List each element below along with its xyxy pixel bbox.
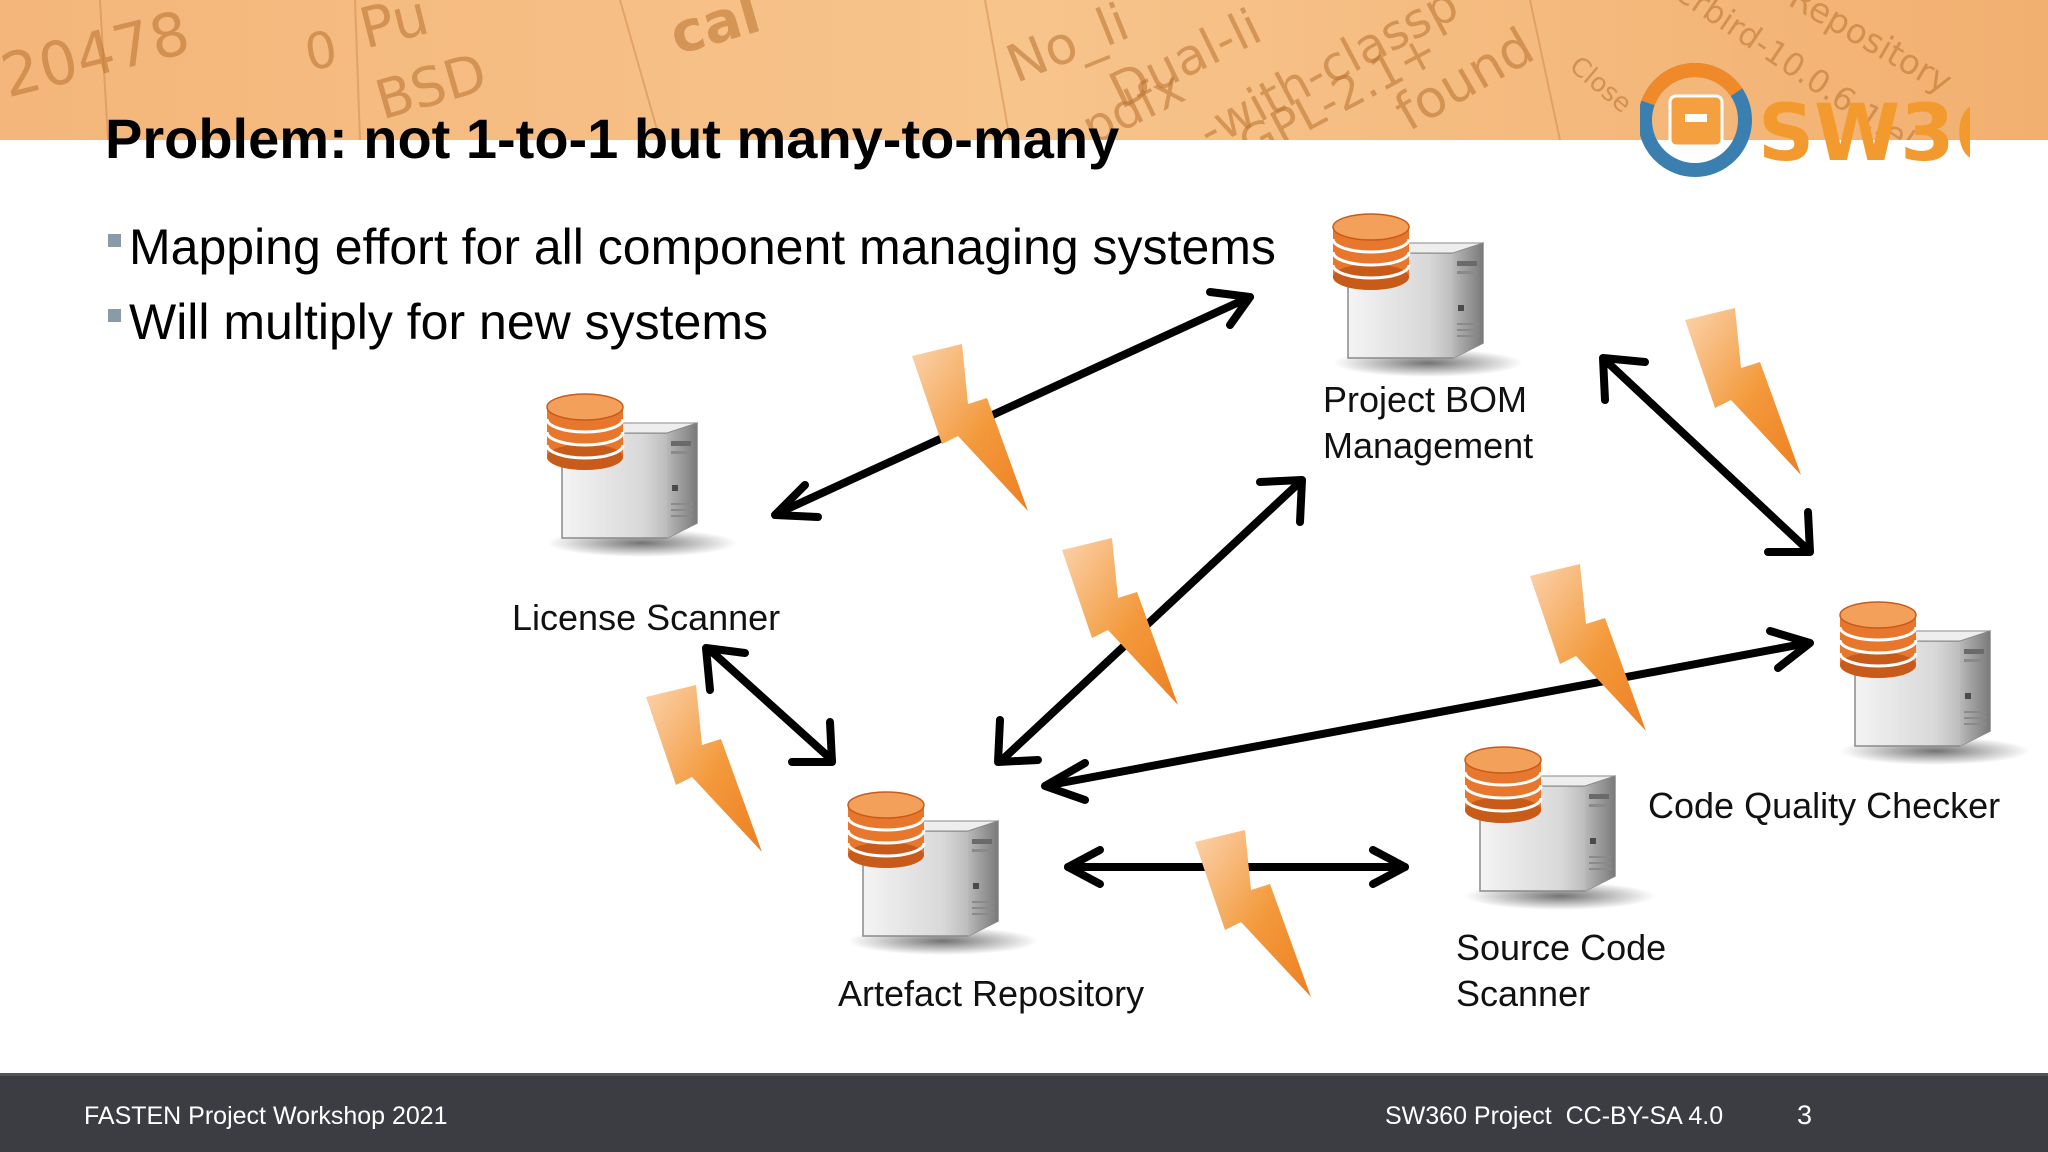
server-icon-project-bom bbox=[1331, 212, 1525, 379]
lightning-icon bbox=[646, 685, 762, 852]
bullet-item: Mapping effort for all component managin… bbox=[108, 218, 1276, 276]
node-label-code-quality-checker: Code Quality Checker bbox=[1648, 785, 2001, 826]
system-diagram bbox=[545, 212, 2032, 997]
arrow-bom-quality bbox=[1601, 356, 1812, 554]
bullet-square-icon bbox=[108, 309, 121, 323]
node-label-license-scanner: License Scanner bbox=[512, 597, 781, 638]
bullet-text: Mapping effort for all component managin… bbox=[129, 219, 1276, 275]
lightning-icon bbox=[1530, 564, 1646, 731]
lightning-icon bbox=[1062, 538, 1178, 705]
server-icon-artefact-repository bbox=[846, 790, 1040, 957]
node-label-source-code-scanner: Source Code Scanner bbox=[1456, 927, 1667, 1014]
arrow-artefact-bom bbox=[998, 478, 1304, 764]
bullet-text: Will multiply for new systems bbox=[129, 294, 768, 350]
footer-license: SW360 Project CC-BY-SA 4.0 bbox=[1385, 1102, 1724, 1130]
lightning-icon bbox=[912, 344, 1028, 511]
lightning-icon bbox=[1195, 830, 1311, 997]
server-icon-code-quality-checker bbox=[1838, 600, 2032, 767]
slide-footer: FASTEN Project Workshop 2021 SW360 Proje… bbox=[0, 1073, 2048, 1152]
server-icon-license-scanner bbox=[545, 392, 739, 559]
server-icon-source-code-scanner bbox=[1463, 745, 1657, 912]
arrow-license-bom bbox=[781, 293, 1254, 514]
page-number: 3 bbox=[1797, 1100, 1813, 1130]
node-label-artefact-repository: Artefact Repository bbox=[838, 973, 1145, 1014]
footer-event: FASTEN Project Workshop 2021 bbox=[84, 1102, 448, 1130]
bullet-item: Will multiply for new systems bbox=[108, 293, 768, 351]
arrow-license-artefact bbox=[706, 646, 836, 764]
node-label-project-bom: Project BOM Management bbox=[1323, 379, 1534, 466]
slide-title: Problem: not 1-to-1 but many-to-many bbox=[105, 107, 1120, 170]
arrow-artefact-quality bbox=[1046, 639, 1812, 789]
bullet-square-icon bbox=[108, 234, 121, 248]
